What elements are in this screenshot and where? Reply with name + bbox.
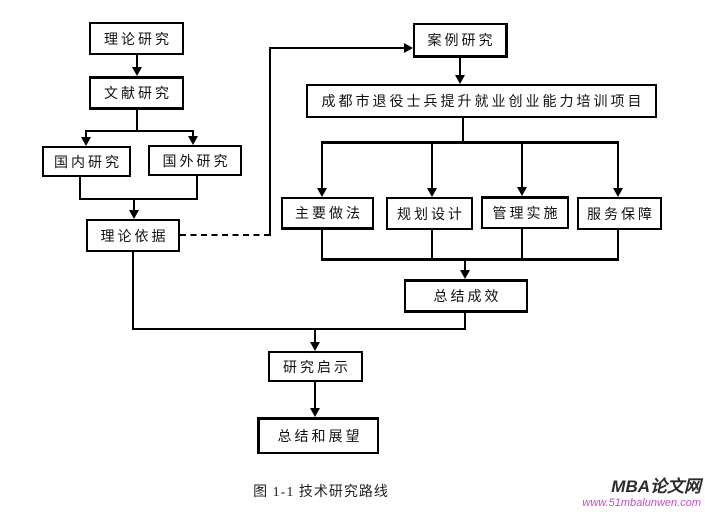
arrowhead-down-icon	[317, 188, 327, 197]
connector-line	[196, 176, 198, 200]
connector-line	[136, 55, 138, 69]
node-literature-research: 文献研究	[89, 76, 184, 110]
connector-line	[459, 58, 461, 77]
node-summary-outlook: 总结和展望	[257, 417, 379, 454]
connector-line	[521, 229, 523, 260]
connector-line	[462, 118, 464, 143]
arrowhead-down-icon	[132, 67, 142, 76]
connector-line	[314, 330, 316, 344]
connector-line	[192, 131, 194, 140]
arrowhead-right-icon	[404, 43, 413, 53]
connector-line	[314, 382, 316, 409]
node-project: 成都市退役士兵提升就业创业能力培训项目	[306, 84, 657, 118]
arrowhead-down-icon	[427, 188, 437, 197]
node-research-enlightenment: 研究启示	[268, 351, 363, 382]
node-service-guarantee: 服务保障	[577, 197, 662, 230]
watermark-site-name: MBA论文网	[611, 477, 701, 496]
connector-line	[464, 313, 466, 330]
node-case-study: 案例研究	[413, 23, 508, 58]
node-summary-results: 总结成效	[404, 279, 528, 313]
node-foreign-research: 国外研究	[148, 145, 242, 176]
figure-caption: 图 1-1 技术研究路线	[253, 485, 389, 500]
connector-line	[321, 144, 323, 190]
node-theoretical-basis: 理论依据	[86, 219, 180, 252]
arrowhead-down-icon	[517, 187, 527, 196]
connector-line	[132, 328, 466, 330]
connector-line	[133, 199, 135, 213]
connector-line	[321, 230, 323, 260]
watermark: MBA论文网 www.51mbalunwen.com	[582, 477, 701, 509]
arrowhead-down-icon	[188, 136, 198, 145]
connector-line	[79, 198, 198, 200]
connector-line	[85, 131, 87, 140]
distribution-line	[321, 141, 619, 144]
connector-line	[521, 144, 523, 189]
arrowhead-down-icon	[460, 270, 470, 279]
connector-line	[431, 144, 433, 190]
node-theory-research: 理论研究	[89, 22, 184, 55]
arrowhead-down-icon	[310, 408, 320, 417]
connector-line	[617, 230, 619, 260]
connector-line	[431, 230, 433, 260]
connector-line	[464, 261, 466, 272]
node-management-implementation: 管理实施	[481, 196, 569, 229]
connector-line	[132, 252, 134, 330]
connector-line	[269, 47, 406, 49]
arrowhead-down-icon	[310, 342, 320, 351]
connector-line	[269, 47, 271, 236]
dashed-connector-line	[180, 234, 270, 236]
watermark-site-url: www.51mbalunwen.com	[582, 496, 701, 509]
connector-line	[85, 130, 194, 132]
arrowhead-down-icon	[455, 75, 465, 84]
connector-line	[79, 177, 81, 200]
connector-line	[136, 110, 138, 131]
collector-line	[321, 258, 619, 261]
node-planning-design: 规划设计	[386, 197, 473, 230]
connector-line	[617, 144, 619, 190]
arrowhead-down-icon	[129, 210, 139, 219]
node-main-practices: 主要做法	[281, 197, 374, 230]
node-domestic-research: 国内研究	[42, 146, 131, 177]
arrowhead-down-icon	[613, 188, 623, 197]
arrowhead-down-icon	[81, 137, 91, 146]
